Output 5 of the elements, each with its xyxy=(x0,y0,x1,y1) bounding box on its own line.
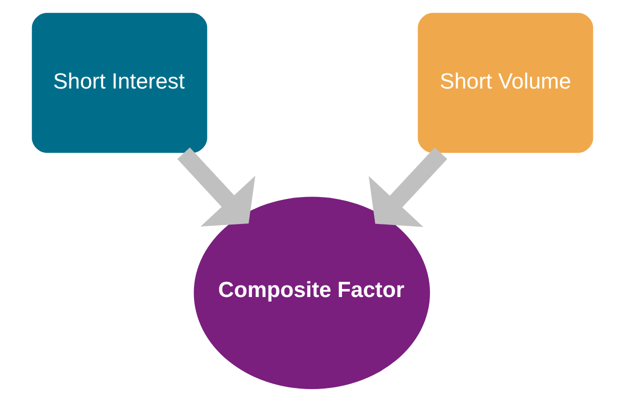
node-box: Short Interest xyxy=(32,12,208,153)
node-box: Short Volume xyxy=(418,12,594,153)
arrow xyxy=(177,147,256,226)
node-ellipse: Composite Factor xyxy=(194,196,430,390)
arrow xyxy=(368,147,448,227)
